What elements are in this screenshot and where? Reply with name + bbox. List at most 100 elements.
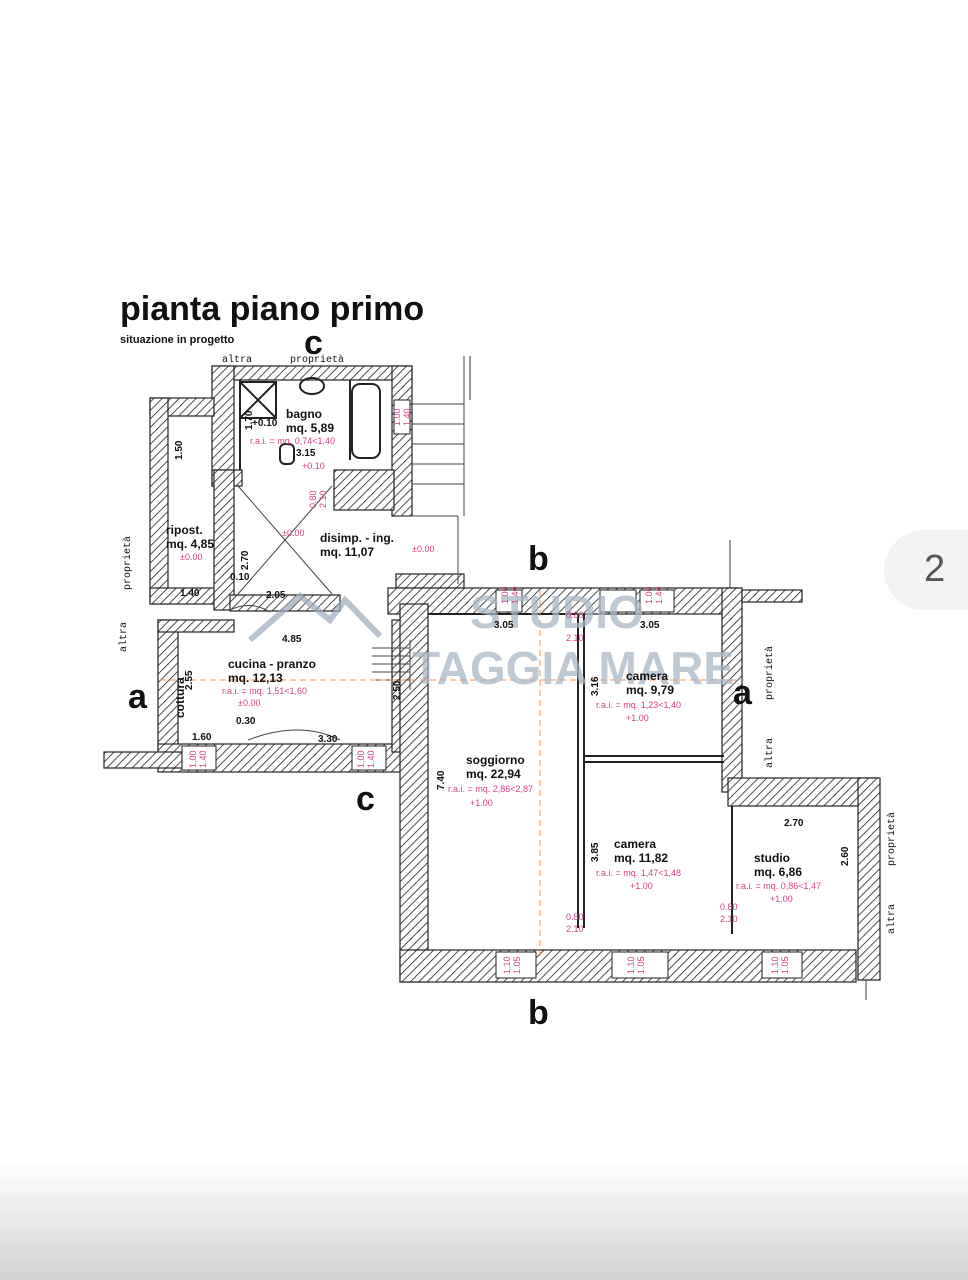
watermark-house-icon xyxy=(248,592,383,643)
dim-3-16: 3.16 xyxy=(590,676,601,696)
dim-3-15: 3.15 xyxy=(296,448,316,459)
level-ingresso: ±0.00 xyxy=(412,544,434,554)
dim-1-40: 1.40 xyxy=(180,588,200,599)
window-bagno-h: 1.40 xyxy=(402,408,412,426)
room-rai: r.a.i. = mq. 0,86<1,47 xyxy=(736,881,821,891)
window-soggiorno-top-h: 1.40 xyxy=(510,586,520,604)
partitions xyxy=(239,377,733,934)
dimensions: 1.70 3.15 1.50 2.70 1.40 2.05 0.10 4.85 … xyxy=(174,410,851,866)
level-cucina: ±0.00 xyxy=(238,698,260,708)
plan-subtitle: situazione in progetto xyxy=(120,334,235,346)
room-name: ripost. xyxy=(166,523,203,537)
room-soggiorno: soggiorno mq. 22,94 r.a.i. = mq. 2,86<2,… xyxy=(448,753,533,794)
level-camera-2: +1.00 xyxy=(630,881,653,891)
room-camera-1: camera mq. 9,79 r.a.i. = mq. 1,23<1,40 xyxy=(596,669,681,710)
window-cucina: 1.00 xyxy=(188,750,198,768)
window-camera-bottom: 1.10 xyxy=(626,956,636,974)
section-marks: a a b b c c xyxy=(128,324,753,1032)
section-mark-b-top: b xyxy=(528,540,549,578)
dim-7-40: 7.40 xyxy=(436,770,447,790)
room-disimpegno: disimp. - ing. mq. 11,07 xyxy=(320,531,394,559)
neighbor-altra-far-right: altra xyxy=(886,904,898,934)
door-camera-h: 2.10 xyxy=(566,633,584,643)
dim-2-50: 2.50 xyxy=(392,680,403,700)
neighbor-proprieta-right: proprietà xyxy=(764,646,776,700)
level-disimp: ±0.00 xyxy=(282,528,304,538)
page-number: 2 xyxy=(924,548,946,590)
dim-3-85: 3.85 xyxy=(590,842,601,862)
dim-3-05-b: 3.05 xyxy=(640,620,660,631)
door-studio-h: 2.10 xyxy=(720,914,738,924)
neighbor-proprieta-left: proprietà xyxy=(122,536,134,590)
dim-2-70: 2.70 xyxy=(240,550,251,570)
disimp-lines xyxy=(229,356,465,741)
window-soggiorno-bottom-h: 1.05 xyxy=(512,956,522,974)
window-cucina-h: 1.40 xyxy=(198,750,208,768)
room-area: mq. 12,13 xyxy=(228,671,283,685)
window-cucina-2-h: 1.40 xyxy=(366,750,376,768)
room-name: soggiorno xyxy=(466,753,525,767)
room-area: mq. 22,94 xyxy=(466,767,521,781)
level-bagno-2: +0.10 xyxy=(302,461,325,471)
room-name: camera xyxy=(626,669,668,683)
neighbor-proprieta-far-right: proprietà xyxy=(886,812,898,866)
neighbor-altra-left: altra xyxy=(118,622,130,652)
watermark: STUDIO TAGGIA MARE xyxy=(248,586,734,694)
door-camera-2: 0.80 xyxy=(566,912,584,922)
dim-2-70-studio: 2.70 xyxy=(784,818,804,829)
door-camera: 0.80 xyxy=(566,610,584,620)
room-name: bagno xyxy=(286,407,322,421)
room-area: mq. 11,82 xyxy=(614,851,668,865)
page-number-badge[interactable]: 2 xyxy=(884,530,968,610)
level-bagno: +0.10 xyxy=(252,418,278,429)
room-rai: r.a.i. = mq. 1,51<1,60 xyxy=(222,686,307,696)
room-name: disimp. - ing. xyxy=(320,531,394,545)
dim-0-10: 0.10 xyxy=(230,572,250,583)
section-mark-a-left: a xyxy=(128,678,148,716)
room-rai: r.a.i. = mq. 0,74<1,40 xyxy=(250,436,335,446)
room-area: mq. 9,79 xyxy=(626,683,674,697)
site-lines xyxy=(469,356,867,1000)
room-ripostiglio: ripost. mq. 4,85 xyxy=(166,523,214,551)
room-name: studio xyxy=(754,851,790,865)
level-ripost: ±0.00 xyxy=(180,552,202,562)
room-area: mq. 6,86 xyxy=(754,865,802,879)
room-rai: r.a.i. = mq. 1,47<1,48 xyxy=(596,868,681,878)
level-camera-1: +1.00 xyxy=(626,713,649,723)
window-studio-bottom: 1.10 xyxy=(770,956,780,974)
door-bagno-h: 2.10 xyxy=(318,490,328,508)
plan-title: pianta piano primo xyxy=(120,290,424,328)
cottura-label: cottura xyxy=(173,677,187,718)
windows xyxy=(181,399,803,979)
levels: +0.10 +0.10 ±0.00 ±0.00 ±0.00 ±0.00 +1.0… xyxy=(180,418,793,904)
watermark-line1: STUDIO xyxy=(470,586,644,638)
door-studio: 0.80 xyxy=(720,902,738,912)
neighbor-altra-top: altra xyxy=(222,354,252,366)
room-camera-2: camera mq. 11,82 r.a.i. = mq. 1,47<1,48 xyxy=(596,837,681,878)
window-cucina-2: 1.00 xyxy=(356,750,366,768)
window-soggiorno-bottom: 1.10 xyxy=(502,956,512,974)
room-rai: r.a.i. = mq. 2,86<2,87 xyxy=(448,784,533,794)
dim-1-60: 1.60 xyxy=(192,732,212,743)
room-area: mq. 5,89 xyxy=(286,421,334,435)
openings: 0.80 2.10 0.80 2.10 0.80 2.10 0.80 2.10 … xyxy=(188,408,790,974)
window-studio-bottom-h: 1.05 xyxy=(780,956,790,974)
dim-2-60: 2.60 xyxy=(840,846,851,866)
dim-3-30: 3.30 xyxy=(318,734,338,745)
room-area: mq. 4,85 xyxy=(166,537,214,551)
section-mark-b-bottom: b xyxy=(528,994,549,1032)
dim-0-30: 0.30 xyxy=(236,716,256,727)
window-camera-top: 1.00 xyxy=(644,586,654,604)
room-name: camera xyxy=(614,837,656,851)
section-mark-c-bottom: c xyxy=(356,780,375,818)
window-soggiorno-top: 1.00 xyxy=(500,586,510,604)
section-mark-c-top: c xyxy=(304,324,323,362)
dim-1-70: 1.70 xyxy=(244,410,255,430)
neighbor-proprieta-top: proprietà xyxy=(290,354,344,366)
neighbor-altra-right: altra xyxy=(764,738,776,768)
dim-4-85: 4.85 xyxy=(282,634,302,645)
door-camera-2-h: 2.10 xyxy=(566,924,584,934)
dim-1-50: 1.50 xyxy=(174,440,185,460)
neighbor-labels: altra proprietà proprietà altra propriet… xyxy=(118,354,898,934)
